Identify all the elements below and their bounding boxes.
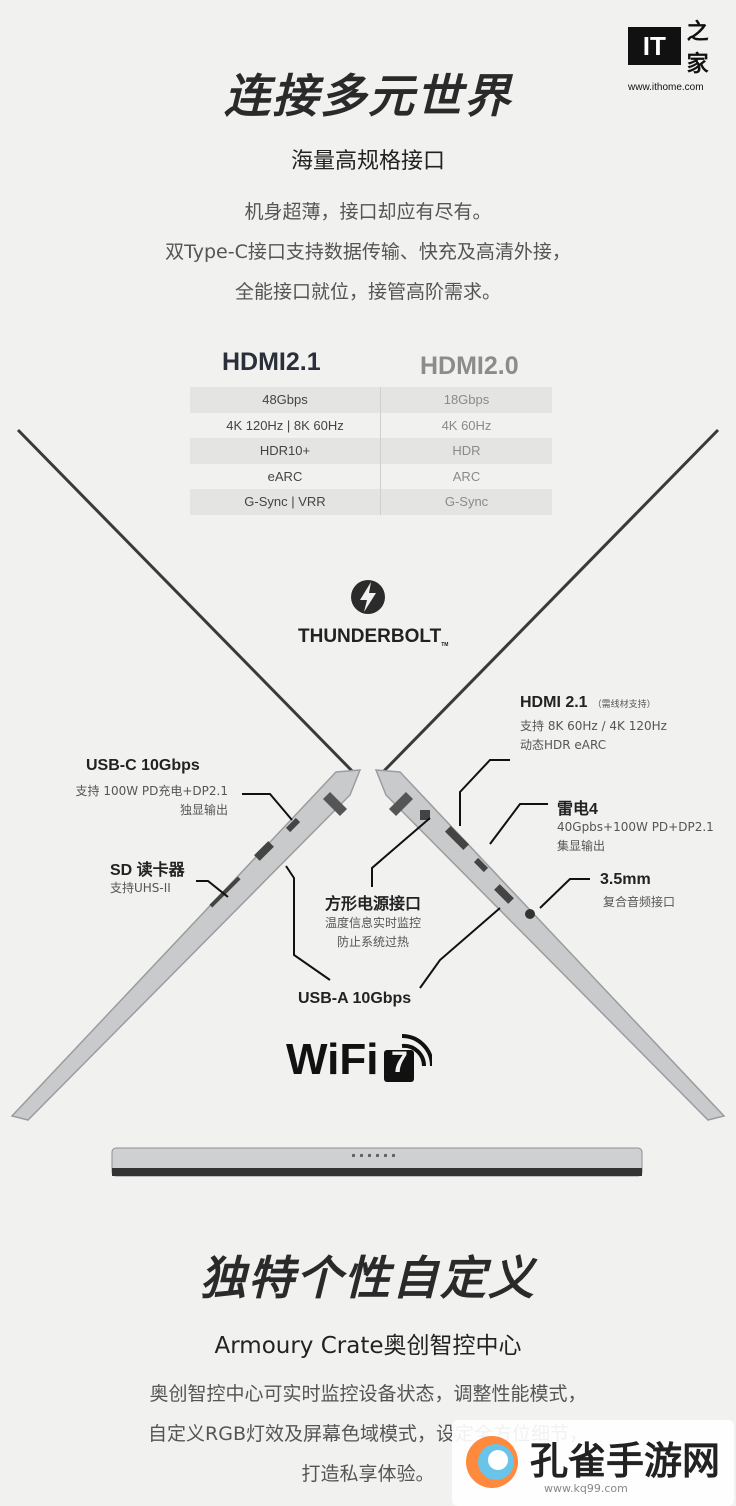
tb4-leader xyxy=(489,803,548,845)
audio-leader xyxy=(539,878,590,909)
callout-line: 独显输出 xyxy=(179,803,228,817)
callout-audio-desc: 复合音频接口 xyxy=(603,895,676,909)
table-row: HDR10+ HDR xyxy=(190,438,552,464)
table-cell: eARC xyxy=(190,463,381,489)
callout-usbc: USB-C 10Gbps xyxy=(86,757,226,775)
table-cell: ARC xyxy=(452,468,481,484)
usba-right-port-icon xyxy=(494,884,514,904)
desc-line: 奥创智控中心可实时监控设备状态，调整性能模式， xyxy=(149,1383,587,1405)
hdmi-leader xyxy=(459,759,510,826)
thunderbolt-tm: TM xyxy=(441,642,449,648)
callout-usbc-desc: 支持 100W PD充电+DP2.1 独显输出 xyxy=(40,782,229,820)
table-row: 4K 120Hz | 8K 60Hz 4K 60Hz xyxy=(190,412,552,438)
callout-hdmi: HDMI 2.1 （需线材支持） xyxy=(520,692,656,712)
section2-subtitle: Armoury Crate奥创智控中心 xyxy=(214,1333,522,1359)
table-row: G-Sync | VRR G-Sync xyxy=(190,489,552,515)
wifi-number: 7 xyxy=(391,1046,408,1079)
power-leader xyxy=(371,817,431,887)
callout-line: 支持 100W PD充电+DP2.1 xyxy=(75,784,229,798)
kq99-url: www.kq99.com xyxy=(544,1482,628,1495)
callout-line: 温度信息实时监控 xyxy=(324,916,421,930)
callout-hdmi-desc: 支持 8K 60Hz / 4K 120Hz 动态HDR eARC xyxy=(520,717,667,755)
callout-tb4-title: 雷电4 xyxy=(557,801,598,818)
usbc-leader xyxy=(242,793,293,821)
section1-subtitle: 海量高规格接口 xyxy=(290,149,445,174)
hdmi21-heading: HDMI2.1 xyxy=(222,348,321,376)
callout-sd-desc: 支持UHS-II xyxy=(110,881,171,895)
audio-jack-icon xyxy=(525,909,535,919)
callout-title: HDMI 2.1 xyxy=(520,694,588,711)
table-cell: 4K 60Hz xyxy=(441,417,492,433)
table-cell: G-Sync | VRR xyxy=(190,489,381,515)
callout-sd-title: SD 读卡器 xyxy=(110,862,185,879)
ithome-logo-char: 之家 xyxy=(686,19,709,77)
ithome-logo: IT 之家 www.ithome.com xyxy=(628,14,728,93)
table-cell: 48Gbps xyxy=(190,387,381,413)
callout-title: USB-C 10Gbps xyxy=(86,757,200,774)
usbc-port-icon xyxy=(285,817,301,833)
callout-line: 动态HDR eARC xyxy=(520,738,607,752)
left-laptop-screen xyxy=(16,428,358,777)
callout-line: 集显输出 xyxy=(557,839,606,853)
table-cell: HDR xyxy=(452,443,481,459)
table-cell: HDR10+ xyxy=(190,438,381,464)
tb4-port-icon xyxy=(473,857,489,873)
ithome-logo-mark: IT xyxy=(628,27,681,65)
wifi-text: WiFi xyxy=(286,1035,379,1084)
usba-port-icon xyxy=(254,841,274,861)
callout-usba-title: USB-A 10Gbps xyxy=(298,990,412,1007)
wifi7-logo: WiFi 7 xyxy=(286,1032,433,1088)
indicator-dots xyxy=(352,1154,395,1157)
thunderbolt-text: THUNDERBOLT xyxy=(298,626,442,647)
callout-power-desc: 温度信息实时监控 防止系统过热 xyxy=(316,914,430,952)
desc-line: 全能接口就位，接管高阶需求。 xyxy=(234,281,501,303)
right-laptop-body xyxy=(374,769,726,1121)
callout-power-title: 方形电源接口 xyxy=(325,896,422,913)
kq99-watermark: 孔雀手游网 www.kq99.com xyxy=(452,1420,734,1506)
laptop-ports-illustration xyxy=(10,428,726,1177)
section1-desc: 机身超薄，接口却应有尽有。 双Type-C接口支持数据传输、快充及高清外接， 全… xyxy=(0,192,736,312)
table-row: 48Gbps 18Gbps xyxy=(190,387,552,413)
callout-audio-title: 3.5mm xyxy=(600,871,651,888)
callout-line: 40Gpbs+100W PD+DP2.1 xyxy=(557,820,714,834)
usba-leader xyxy=(285,865,331,981)
table-cell: 4K 120Hz | 8K 60Hz xyxy=(190,412,381,438)
thunderbolt-label: THUNDERBOLTTM xyxy=(298,626,448,648)
ithome-url: www.ithome.com xyxy=(628,82,704,93)
table-row: eARC ARC xyxy=(190,463,552,489)
usba-right-leader xyxy=(419,907,501,989)
section1-title: 连接多元世界 xyxy=(224,69,512,123)
section2-title: 独特个性自定义 xyxy=(200,1251,536,1305)
sd-slot-icon xyxy=(209,876,241,908)
desc-line: 双Type-C接口支持数据传输、快充及高清外接， xyxy=(165,241,571,263)
callout-line: 防止系统过热 xyxy=(336,935,409,949)
hdmi20-heading: HDMI2.0 xyxy=(420,352,519,380)
hdmi-comparison-table: 48Gbps 18Gbps 4K 120Hz | 8K 60Hz 4K 60Hz H… xyxy=(190,387,552,515)
wifi-signal-icon: 7 xyxy=(380,1032,433,1088)
sd-leader xyxy=(196,880,229,898)
power-port-icon xyxy=(420,810,430,820)
kq99-logo-icon xyxy=(466,1436,518,1488)
callout-tb4-desc: 40Gpbs+100W PD+DP2.1 集显输出 xyxy=(557,818,714,856)
left-laptop-body xyxy=(10,769,362,1121)
table-cell: 18Gbps xyxy=(443,392,490,408)
kq99-text: 孔雀手游网 xyxy=(530,1438,721,1483)
hdmi-port-icon xyxy=(444,825,470,851)
right-laptop-screen xyxy=(378,428,720,777)
table-cell: G-Sync xyxy=(444,494,489,510)
desc-line: 机身超薄，接口却应有尽有。 xyxy=(244,201,492,223)
callout-line: 支持 8K 60Hz / 4K 120Hz xyxy=(520,719,667,733)
callout-note: （需线材支持） xyxy=(592,700,656,710)
thunderbolt-icon xyxy=(351,580,385,614)
desc-line: 打造私享体验。 xyxy=(301,1463,435,1485)
